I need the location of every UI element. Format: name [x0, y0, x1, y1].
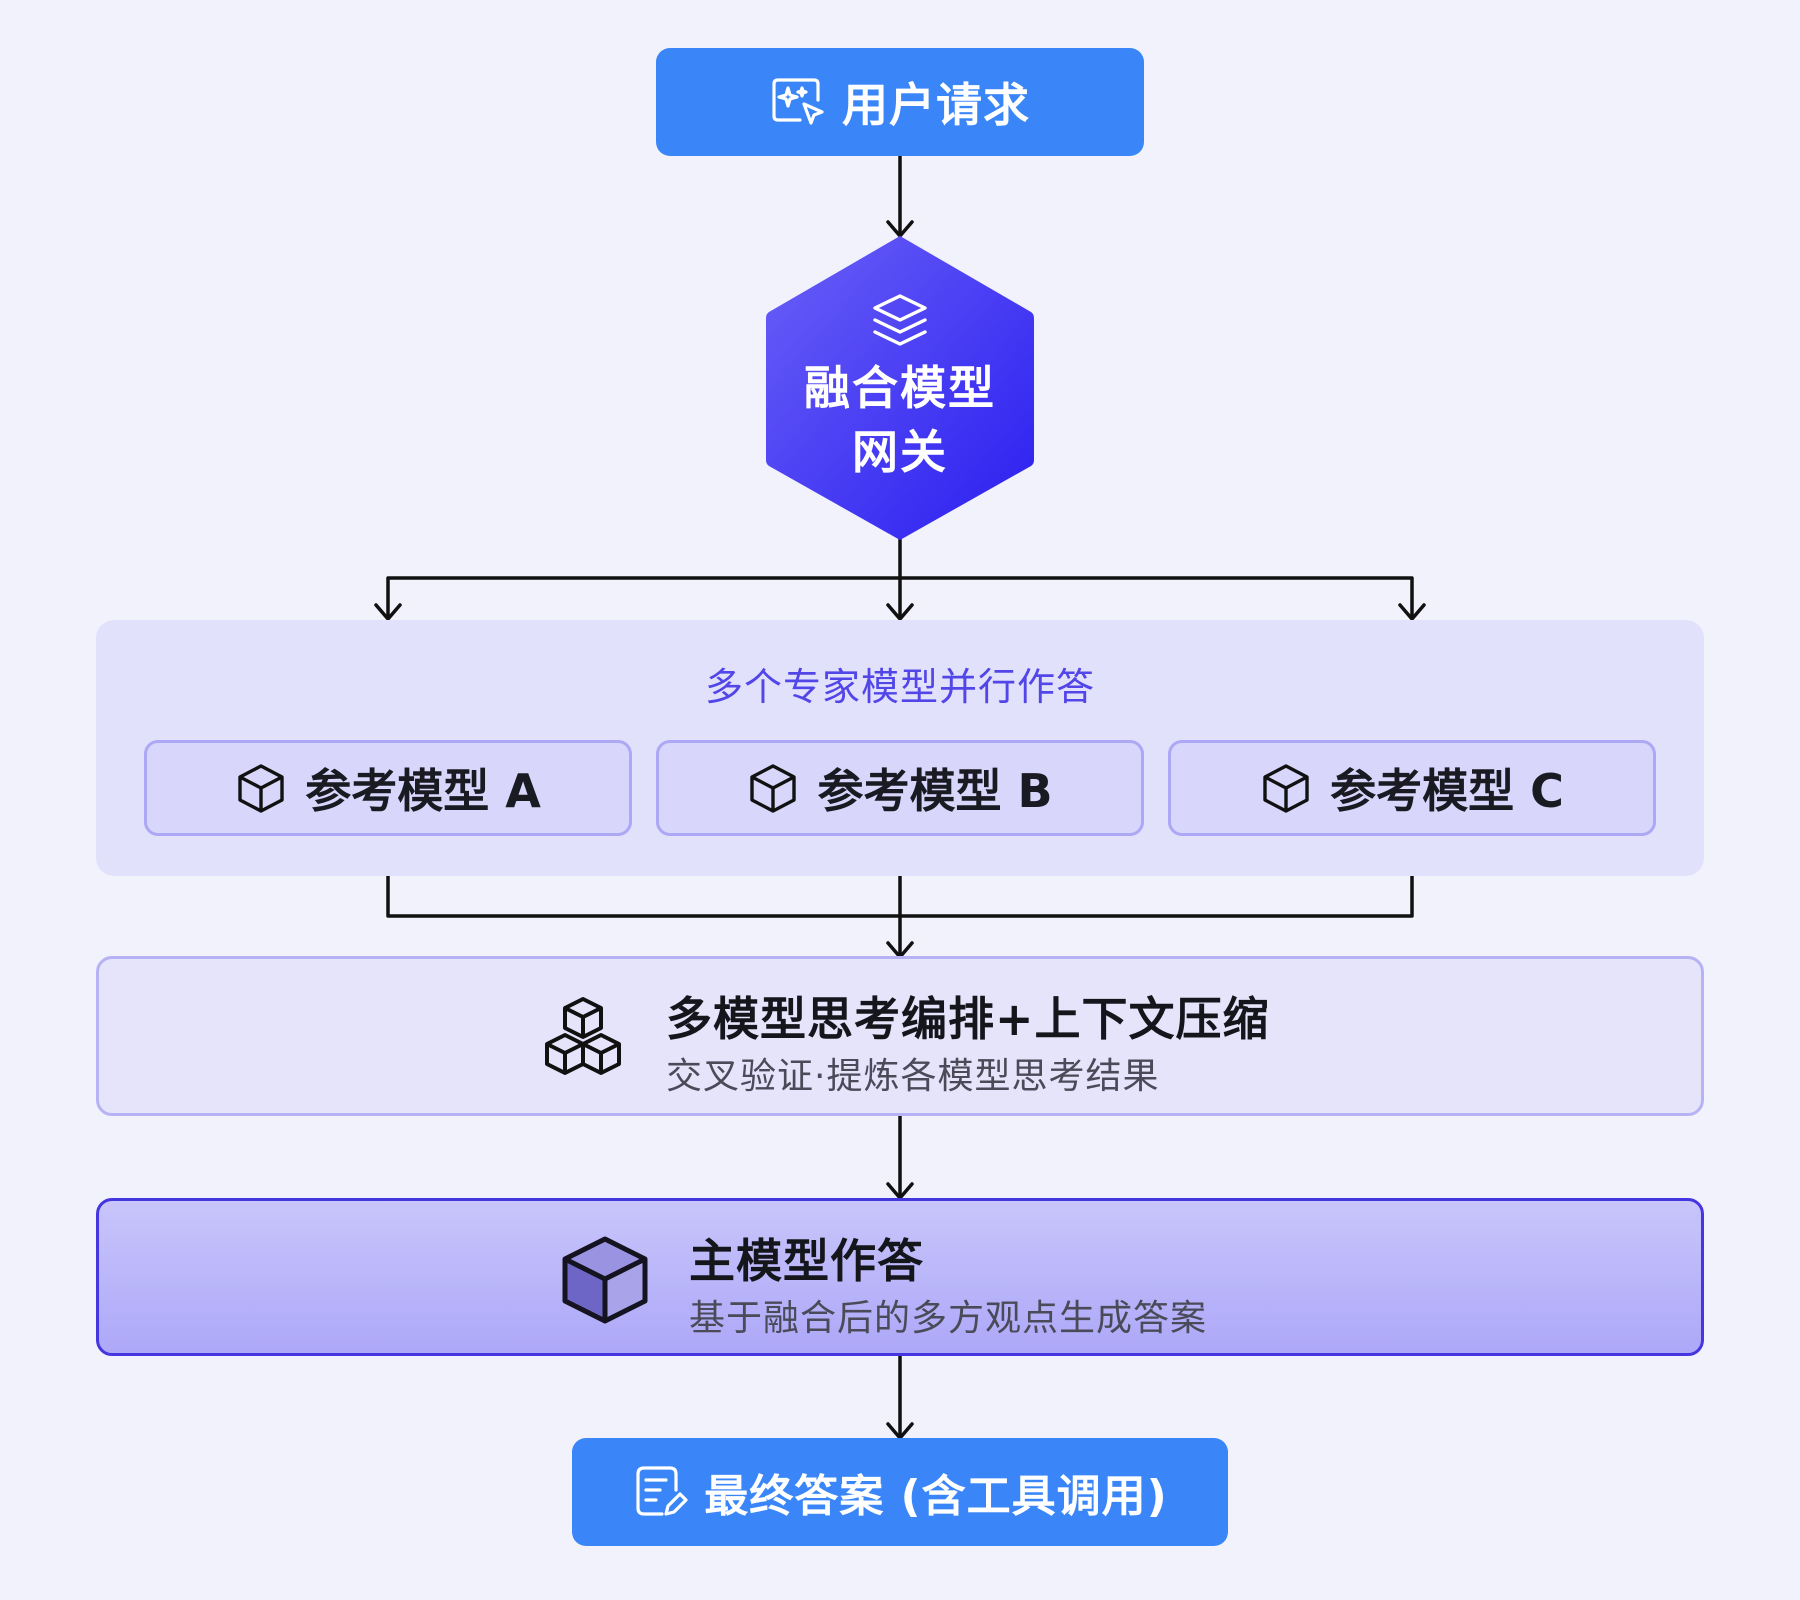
orchestration-subtitle: 交叉验证·提炼各模型思考结果	[666, 1056, 1160, 1097]
main-model-subtitle: 基于融合后的多方观点生成答案	[689, 1298, 1208, 1339]
user-request-label: 用户请求	[842, 78, 1030, 132]
arrowhead	[886, 603, 914, 621]
connector-gateway-split	[386, 576, 1414, 619]
reference-model-a-label: 参考模型 A	[305, 764, 541, 818]
reference-model-b-label: 参考模型 B	[817, 764, 1053, 818]
main-model-panel: 主模型作答 基于融合后的多方观点生成答案	[96, 1198, 1704, 1356]
cube-icon	[1263, 764, 1309, 813]
final-answer-label: 最终答案 (含工具调用)	[704, 1471, 1168, 1522]
reference-model-c-label: 参考模型 C	[1330, 764, 1564, 818]
filled-cube-icon	[557, 1231, 653, 1327]
gateway-label-line2: 网关	[852, 425, 948, 479]
arrowhead	[1398, 603, 1426, 621]
gateway-label-line1: 融合模型	[804, 361, 996, 415]
sparkle-cursor-icon	[772, 78, 824, 125]
gateway-hexagon	[766, 236, 1034, 540]
document-edit-icon	[636, 1466, 688, 1516]
cube-icon	[750, 764, 797, 813]
cube-icon	[238, 764, 284, 813]
final-answer-node: 最终答案 (含工具调用)	[572, 1438, 1228, 1546]
stacked-cubes-icon	[535, 995, 631, 1085]
reference-model-a: 参考模型 A	[144, 740, 632, 836]
gateway-node: 融合模型 网关	[766, 290, 1034, 490]
parallel-experts-title: 多个专家模型并行作答	[704, 665, 1095, 709]
reference-model-b: 参考模型 B	[656, 740, 1144, 836]
layers-icon	[873, 294, 927, 346]
user-request-node: 用户请求	[656, 48, 1144, 156]
reference-model-c: 参考模型 C	[1168, 740, 1656, 836]
orchestration-panel: 多模型思考编排+上下文压缩 交叉验证·提炼各模型思考结果	[96, 956, 1704, 1116]
main-model-title: 主模型作答	[689, 1234, 924, 1288]
arrowhead	[374, 603, 402, 621]
orchestration-title: 多模型思考编排+上下文压缩	[666, 992, 1270, 1046]
